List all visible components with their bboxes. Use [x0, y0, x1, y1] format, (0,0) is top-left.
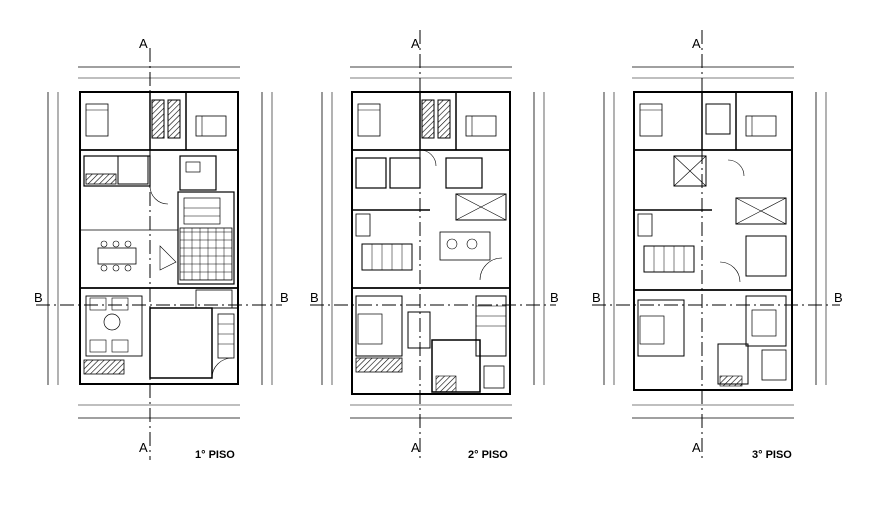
plan-floor-3 — [592, 30, 840, 460]
section-a-bottom-1: A — [139, 440, 148, 455]
section-b-right-3: B — [834, 290, 843, 305]
plan-floor-1 — [36, 48, 282, 460]
floor-captions: 1° PISO 2° PISO 3° PISO — [195, 449, 792, 461]
section-a-top-3: A — [692, 36, 701, 51]
plan-floor-2 — [310, 30, 556, 460]
section-b-left-3: B — [592, 290, 601, 305]
section-b-left-2: B — [310, 290, 319, 305]
section-a-bottom-3: A — [692, 440, 701, 455]
section-a-top-1: A — [139, 36, 148, 51]
section-b-right-2: B — [550, 290, 559, 305]
floor-1-caption: 1° PISO — [195, 449, 235, 461]
floor-3-caption: 3° PISO — [752, 449, 792, 461]
section-b-left-1: B — [34, 290, 43, 305]
section-b-right-1: B — [280, 290, 289, 305]
floor-2-caption: 2° PISO — [468, 449, 508, 461]
section-a-top-2: A — [411, 36, 420, 51]
section-markers: A A B B A A B B A A B B — [34, 36, 843, 455]
section-a-bottom-2: A — [411, 440, 420, 455]
